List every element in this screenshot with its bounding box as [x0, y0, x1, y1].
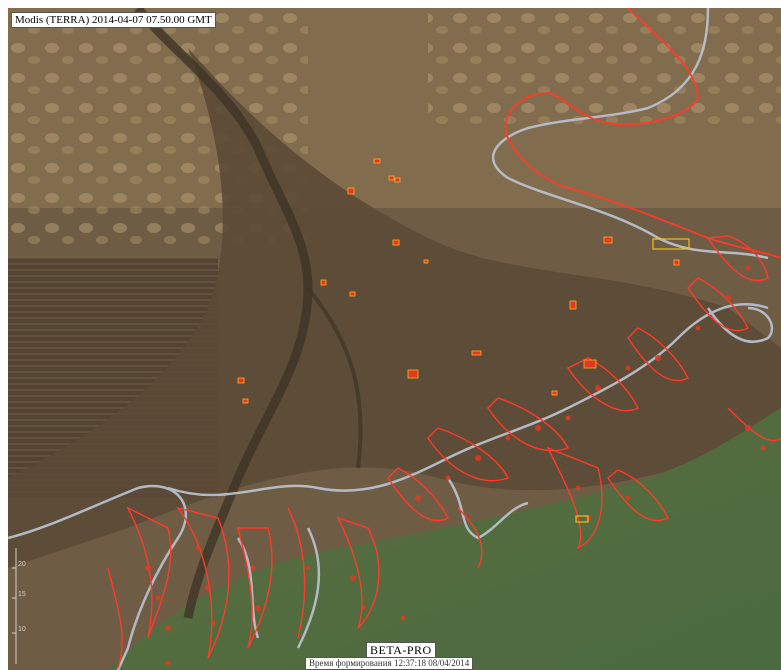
- delta-interior: [8, 48, 781, 568]
- desert-spots-east: [428, 8, 781, 128]
- timestamp-label: Modis (TERRA) 2014-04-07 07.50.00 GMT: [11, 12, 216, 28]
- fire-cluster-coast: [107, 235, 781, 669]
- fire-speckles: [145, 265, 766, 666]
- hotspot-markers: [237, 158, 680, 404]
- scale-tick-label: 15: [18, 591, 26, 598]
- coast-outlines: [8, 8, 774, 670]
- scale-tick-label: 10: [18, 626, 26, 633]
- satellite-map[interactable]: 20 15 10 Modis (TERRA) 2014-04-07 07.50.…: [8, 8, 781, 670]
- alert-markers: [575, 238, 690, 523]
- processing-time-label: Время формирования 12:37:18 08/04/2014: [305, 657, 474, 670]
- region-boundary: [504, 8, 781, 259]
- map-canvas[interactable]: [8, 8, 781, 670]
- scale-tick-label: 20: [18, 561, 26, 568]
- sea-area: [108, 408, 781, 670]
- brand-label: BETA-PRO: [366, 642, 436, 658]
- river-branch: [306, 286, 363, 469]
